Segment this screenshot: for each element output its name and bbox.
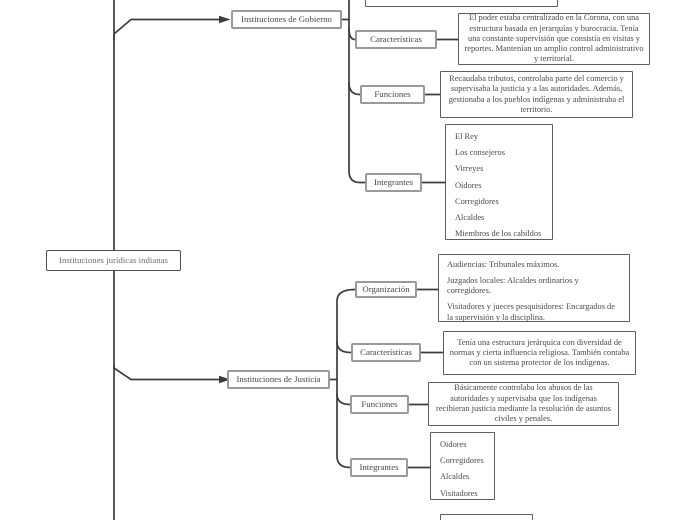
gobierno-funciones-node[interactable]: Funciones [360, 85, 425, 104]
justicia-organizacion-node[interactable]: Organización [355, 281, 417, 298]
list-item: Virreyes [455, 164, 484, 174]
justicia-node-label: Instituciones de Justicia [236, 374, 321, 385]
list-item: Miembros de los cabildos [455, 229, 542, 239]
justicia-caracteristicas-label: Características [360, 347, 412, 358]
justicia-organizacion-leaf[interactable]: Audiencias: Tribunales máximos. Juzgados… [438, 254, 630, 322]
gobierno-integrantes-label: Integrantes [373, 177, 414, 188]
justicia-funciones-elbow [336, 393, 351, 406]
list-item: Los consejeros [455, 148, 506, 158]
gobierno-caracteristicas-leaf[interactable]: El poder estaba centralizado en la Coron… [458, 13, 650, 65]
justicia-arrowhead [219, 375, 231, 384]
gobierno-integrantes-leaf[interactable]: El Rey Los consejeros Virreyes Oidores C… [445, 124, 553, 240]
gobierno-funciones-text: Recaudaba tributos, controlaba parte del… [448, 73, 625, 114]
gobierno-funciones-leaf[interactable]: Recaudaba tributos, controlaba parte del… [440, 71, 633, 118]
justicia-caracteristicas-elbow [336, 341, 352, 354]
paragraph: Audiencias: Tribunales máximos. [447, 260, 560, 269]
justicia-organizacion-label: Organización [362, 284, 410, 295]
gobierno-subtrunk-line [348, 0, 366, 184]
justicia-node[interactable]: Instituciones de Justicia [227, 370, 330, 389]
gobierno-integrantes-node[interactable]: Integrantes [365, 173, 422, 192]
list-item: Oidores [440, 440, 467, 449]
justicia-caracteristicas-text: Tenía una estructura jerárquica con dive… [449, 337, 630, 368]
list-item: Corregidores [440, 456, 484, 466]
gobierno-arrowhead [219, 15, 231, 24]
list-item: Alcaldes [455, 212, 485, 222]
justicia-branch-line [113, 364, 221, 381]
list-item: El Rey [455, 132, 479, 141]
justicia-subtrunk-line [336, 288, 356, 469]
justicia-funciones-label: Funciones [361, 399, 398, 410]
list-item: Visitadores [440, 488, 478, 498]
justicia-funciones-text: Básicamente controlaba los abusos de las… [436, 383, 611, 424]
justicia-caracteristicas-leaf[interactable]: Tenía una estructura jerárquica con dive… [443, 331, 636, 375]
paragraph: Juzgados locales: Alcaldes ordinarios y … [447, 275, 579, 296]
gobierno-caracteristicas-label: Características [370, 34, 422, 45]
list-item: Oidores [455, 180, 482, 190]
justicia-integrantes-leaf[interactable]: Oidores Corregidores Alcaldes Visitadore… [430, 432, 495, 500]
justicia-funciones-leaf[interactable]: Básicamente controlaba los abusos de las… [428, 382, 619, 426]
gobierno-funciones-label: Funciones [374, 89, 411, 100]
justicia-integrantes-label: Integrantes [359, 462, 399, 473]
root-node-label: Instituciones jurídicas indianas [59, 255, 168, 266]
gobierno-branch-line [113, 18, 221, 41]
gobierno-caracteristicas-elbow [348, 27, 356, 41]
gobierno-funciones-elbow [348, 82, 361, 96]
partial-leaf-box-top[interactable] [365, 0, 558, 7]
justicia-caracteristicas-node[interactable]: Características [351, 343, 421, 362]
gobierno-node[interactable]: Instituciones de Gobierno [231, 10, 342, 29]
gobierno-node-label: Instituciones de Gobierno [241, 14, 332, 25]
gobierno-caracteristicas-text: El poder estaba centralizado en la Coron… [464, 13, 644, 64]
list-item: Corregidores [455, 196, 499, 206]
list-item: Alcaldes [440, 472, 470, 482]
justicia-integrantes-node[interactable]: Integrantes [350, 458, 408, 477]
justicia-funciones-node[interactable]: Funciones [350, 395, 409, 414]
root-node[interactable]: Instituciones jurídicas indianas [46, 250, 181, 271]
partial-leaf-box-bottom[interactable] [440, 514, 533, 520]
gobierno-caracteristicas-node[interactable]: Características [355, 30, 437, 49]
paragraph: Visitadores y jueces pesquisidores: Enca… [447, 302, 615, 322]
